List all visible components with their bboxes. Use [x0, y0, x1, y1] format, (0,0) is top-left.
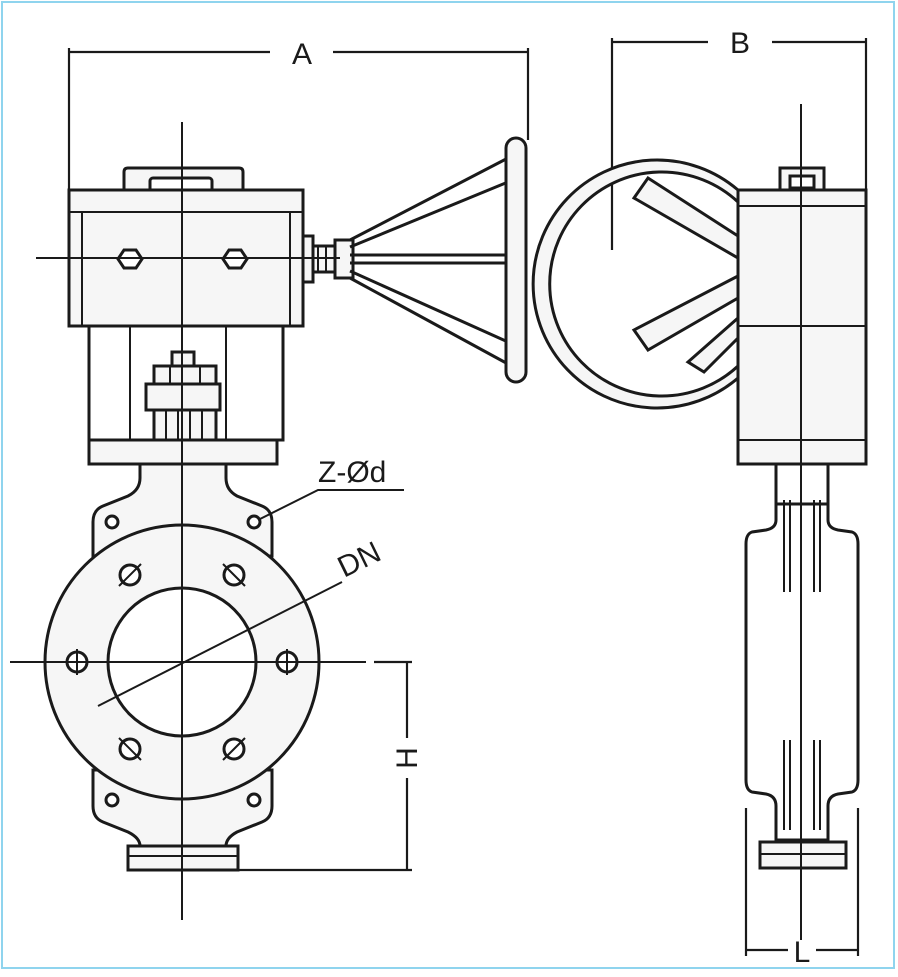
ear-hole	[246, 514, 262, 530]
side-view: B	[531, 27, 868, 969]
dimension-l: L	[744, 808, 860, 969]
flange-bolt-holes	[64, 563, 300, 761]
dimension-b: B	[610, 27, 868, 250]
dimension-a: A	[67, 38, 530, 190]
bolt-hole-label: Z-Ød	[318, 456, 386, 489]
ear-hole	[104, 792, 120, 808]
dn-leader	[97, 581, 343, 707]
ear-hole	[246, 792, 262, 808]
dimension-h: H	[238, 660, 424, 872]
dimension-l-label: L	[794, 936, 811, 969]
ear-hole	[104, 514, 120, 530]
handwheel-rim	[504, 136, 528, 384]
handwheel-icon	[531, 158, 740, 410]
dimension-b-label: B	[730, 27, 750, 60]
bolt-hole-leader	[257, 489, 404, 521]
front-view: A	[10, 38, 530, 920]
bolt-hole-icon	[118, 563, 142, 587]
bolt-hole-icon	[222, 737, 246, 761]
disc-guide-marks	[783, 500, 821, 830]
front-center-lines	[10, 122, 366, 920]
handwheel-icon	[349, 136, 528, 384]
bolt-hole-icon	[222, 563, 246, 587]
dimension-a-label: A	[292, 38, 312, 71]
bolt-hole-icon	[118, 737, 142, 761]
dimension-h-label: H	[391, 747, 424, 769]
